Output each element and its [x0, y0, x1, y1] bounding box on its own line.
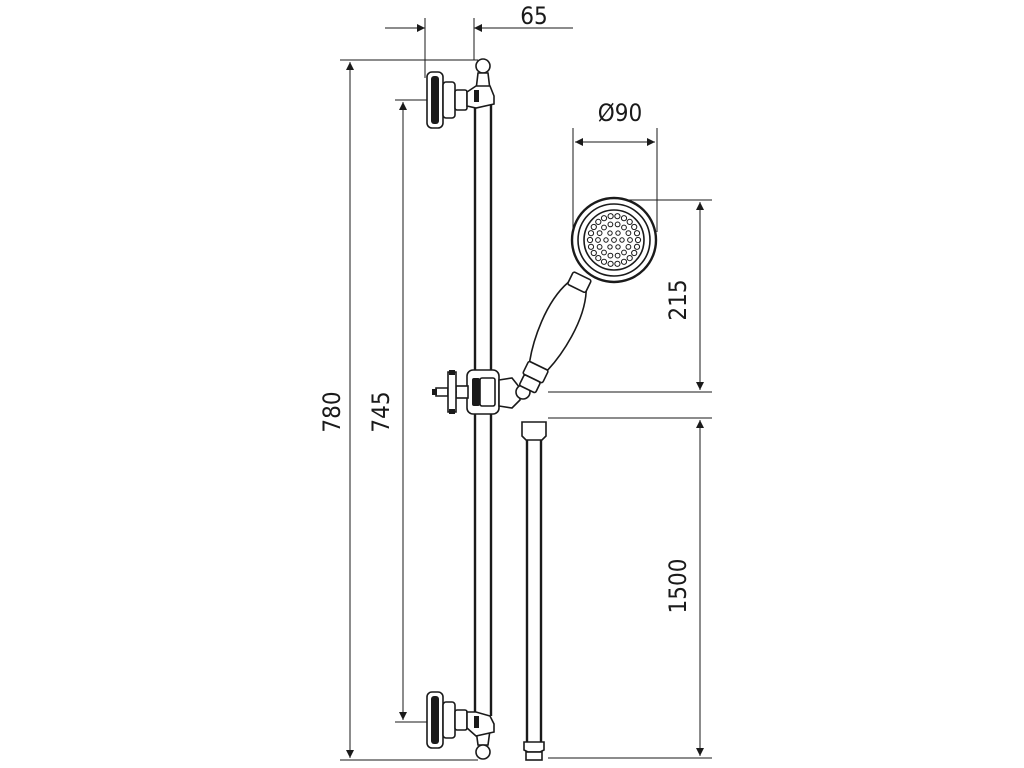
nozzle-dot — [615, 230, 621, 236]
nozzle-dot — [631, 223, 638, 231]
nozzle-dot — [607, 252, 614, 259]
nozzle-dot — [615, 244, 621, 250]
hand-shower — [519, 196, 658, 394]
dimension-label-1500: 1500 — [664, 559, 692, 614]
nozzle-dot — [620, 258, 628, 265]
nozzle-dot — [614, 260, 621, 267]
dimension-label-745: 745 — [367, 391, 395, 432]
shower-hose — [521, 421, 547, 761]
nozzle-dot — [596, 244, 603, 250]
nozzle-dot — [627, 237, 633, 243]
dimension-1500: 1500 — [548, 417, 712, 759]
nozzle-dot — [607, 260, 614, 267]
nozzle-dot — [620, 215, 628, 222]
nozzle-dot — [626, 255, 633, 262]
nozzle-dot — [590, 223, 597, 231]
cross-knob — [432, 370, 469, 414]
nozzle-dot — [596, 230, 603, 237]
nozzle-dot — [631, 249, 638, 257]
nozzle-dot — [607, 230, 613, 236]
nozzle-dot — [614, 221, 621, 228]
dimension-780: 780 — [318, 59, 478, 761]
shower-nozzles — [586, 213, 642, 267]
nozzle-dot — [621, 224, 627, 231]
nozzle-dot — [587, 243, 595, 250]
nozzle-dot — [595, 237, 601, 243]
dimension-label-780: 780 — [318, 391, 346, 432]
nozzle-dot — [626, 218, 633, 225]
dimension-label-65: 65 — [520, 2, 547, 30]
slider-assembly — [432, 369, 531, 415]
nozzle-dot — [586, 236, 594, 244]
nozzle-dot — [601, 224, 607, 231]
nozzle-dot — [625, 244, 632, 250]
nozzle-dot — [621, 249, 627, 256]
nozzle-dot — [600, 215, 608, 222]
nozzle-dot — [607, 213, 614, 220]
nozzle-dot — [614, 213, 621, 220]
nozzle-dot — [614, 252, 621, 259]
nozzle-dot — [607, 221, 614, 228]
nozzle-dot — [619, 237, 625, 243]
nozzle-dot — [587, 230, 595, 237]
dimension-label-diameter: Ø90 — [598, 99, 642, 127]
nozzle-center — [611, 237, 617, 243]
dimension-65: 65 — [385, 2, 573, 78]
bottom-wall-bracket — [426, 691, 495, 749]
nozzle-dot — [603, 237, 609, 243]
dimension-diameter-90: Ø90 — [572, 99, 658, 232]
nozzle-dot — [633, 243, 641, 250]
nozzle-dot — [633, 230, 641, 237]
dimension-label-215: 215 — [664, 279, 692, 320]
nozzle-dot — [601, 249, 607, 256]
dimension-215: 215 — [548, 199, 712, 393]
nozzle-dot — [590, 249, 597, 257]
nozzle-dot — [607, 244, 613, 250]
nozzle-dot — [600, 258, 608, 265]
nozzle-dot — [634, 236, 642, 244]
nozzle-dot — [595, 218, 602, 225]
nozzle-dot — [595, 255, 602, 262]
nozzle-dot — [625, 230, 632, 237]
top-wall-bracket — [426, 71, 495, 129]
dimension-745: 745 — [367, 99, 440, 723]
